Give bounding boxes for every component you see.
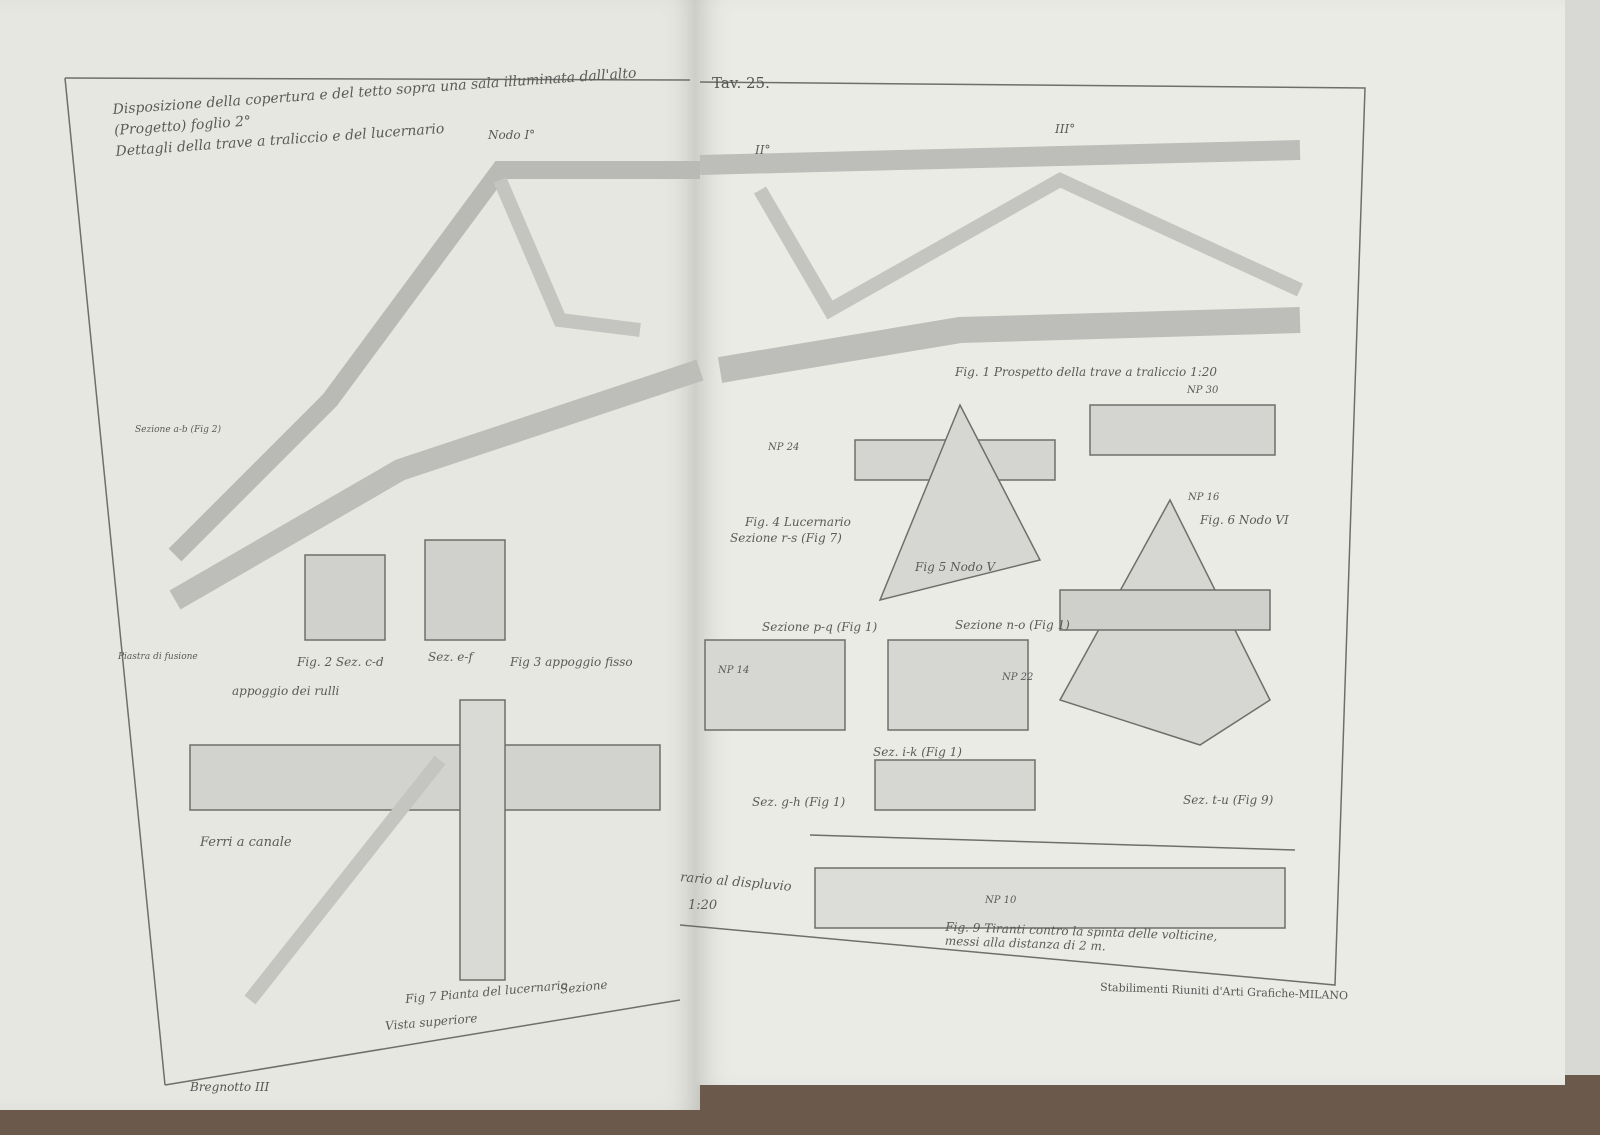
book-edge [1565, 0, 1600, 1075]
profile-np10: NP 10 [985, 895, 1017, 906]
sec-no-caption: Sezione n-o (Fig 1) [955, 618, 1070, 632]
plate-number: Tav. 25. [712, 74, 770, 92]
profile-np14: NP 14 [718, 665, 750, 676]
fig6-caption: Fig. 6 Nodo VI [1200, 513, 1289, 527]
fig2-caption: Fig. 2 Sez. c-d [297, 655, 384, 669]
profile-np30: NP 30 [1187, 385, 1219, 396]
label-node-2: II° [755, 143, 771, 157]
fig4-subcaption: Sezione r-s (Fig 7) [730, 531, 842, 545]
sec-ab-caption: Sezione a-b (Fig 2) [135, 425, 222, 435]
sec-gh-caption: Sez. g-h (Fig 1) [752, 795, 846, 809]
author-mark: Bregnotto III [190, 1080, 270, 1094]
scale-label: 1:20 [688, 898, 718, 913]
fig3-caption: Fig 3 appoggio fisso [510, 655, 633, 669]
cast-plate-caption: Piastra di fusione [118, 652, 198, 662]
sec-tu-caption: Sez. t-u (Fig 9) [1183, 793, 1274, 807]
channel-iron-caption: Ferri a canale [200, 835, 292, 850]
sec-ef-caption: Sez. e-f [428, 650, 473, 664]
fig5-caption: Fig 5 Nodo V [915, 560, 996, 574]
sec-pq-caption: Sezione p-q (Fig 1) [762, 620, 878, 634]
profile-np22: NP 22 [1002, 672, 1034, 683]
profile-np16: NP 16 [1188, 492, 1220, 503]
fig1-caption: Fig. 1 Prospetto della trave a traliccio… [955, 365, 1218, 379]
fig4-caption: Fig. 4 Lucernario [745, 515, 851, 529]
profile-np24: NP 24 [768, 442, 800, 453]
label-node-3: III° [1055, 122, 1076, 136]
label-node-1: Nodo I° [488, 128, 536, 142]
roller-support-caption: appoggio dei rulli [232, 684, 340, 698]
sec-ik-caption: Sez. i-k (Fig 1) [873, 745, 962, 759]
